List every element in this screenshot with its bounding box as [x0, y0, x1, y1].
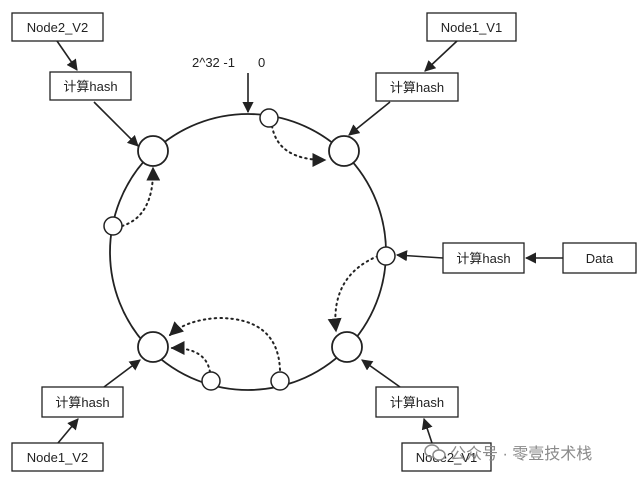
node2-v1-bottom-label: Node2_V1: [416, 450, 477, 465]
ring-point-bottom-left: [201, 371, 221, 391]
ring-node-bottom-right: [331, 331, 363, 363]
hash-bottom-right-label: 计算hash: [390, 395, 444, 410]
hash-bottom-left-box: [41, 386, 124, 418]
ring-point-right: [376, 246, 396, 266]
mapping-arrow-right: [327, 255, 379, 333]
ring-point-top: [259, 108, 279, 128]
node2-v2-top-box: [11, 12, 104, 42]
node2-v2-top-label: Node2_V2: [27, 20, 88, 35]
arrow-node2-v2-to-hash: [56, 40, 78, 71]
ring-node-top-left: [137, 135, 169, 167]
hash-top-left-box: [49, 71, 132, 101]
hash-top-left-label: 计算hash: [63, 79, 117, 94]
node1-v1-top-box: [426, 12, 517, 42]
arrow-hash-to-data-point: [395, 250, 444, 262]
mapping-arrow-top: [271, 125, 327, 167]
ring-node-bottom-left: [137, 331, 169, 363]
mapping-arrow-bottom-far: [168, 316, 281, 371]
node1-v1-top-label: Node1_V1: [441, 20, 502, 35]
hash-top-right-box: [375, 72, 459, 102]
wechat-icon: [424, 444, 446, 461]
arrow-hash-to-node-top-right: [348, 101, 391, 136]
hash-bottom-right-box: [375, 386, 459, 418]
watermark: 公众号 · 零壹技术栈: [424, 444, 592, 463]
node2-v1-bottom-box: [401, 442, 492, 472]
mapping-arrow-bottom-near: [170, 341, 211, 373]
arrow-hash-to-node-bottom-left: [103, 359, 141, 388]
ring-point-left: [103, 216, 123, 236]
hash-top-right-label: 计算hash: [390, 80, 444, 95]
arrow-node1-v2-to-hash: [57, 418, 79, 444]
ring-node-top-right: [328, 135, 360, 167]
mapping-arrow-left: [121, 166, 161, 227]
arrow-node2-v1-to-hash: [421, 417, 433, 444]
hash-bottom-left-label: 计算hash: [55, 395, 109, 410]
node1-v2-bottom-label: Node1_V2: [27, 450, 88, 465]
hash-data-box: [442, 242, 525, 274]
ring-point-bottom-right: [270, 371, 290, 391]
arrow-node1-v1-to-hash: [424, 40, 458, 72]
watermark-text: 公众号 · 零壹技术栈: [450, 445, 592, 463]
arrow-hash-to-node-top-left: [93, 101, 139, 147]
hash-data-label: 计算hash: [456, 251, 510, 266]
ring-max-label: 2^32 -1: [192, 55, 235, 70]
data-label: Data: [586, 251, 614, 266]
ring-zero-label: 0: [258, 55, 265, 70]
arrow-hash-to-node-bottom-right: [361, 359, 401, 388]
node1-v2-bottom-box: [11, 442, 104, 472]
